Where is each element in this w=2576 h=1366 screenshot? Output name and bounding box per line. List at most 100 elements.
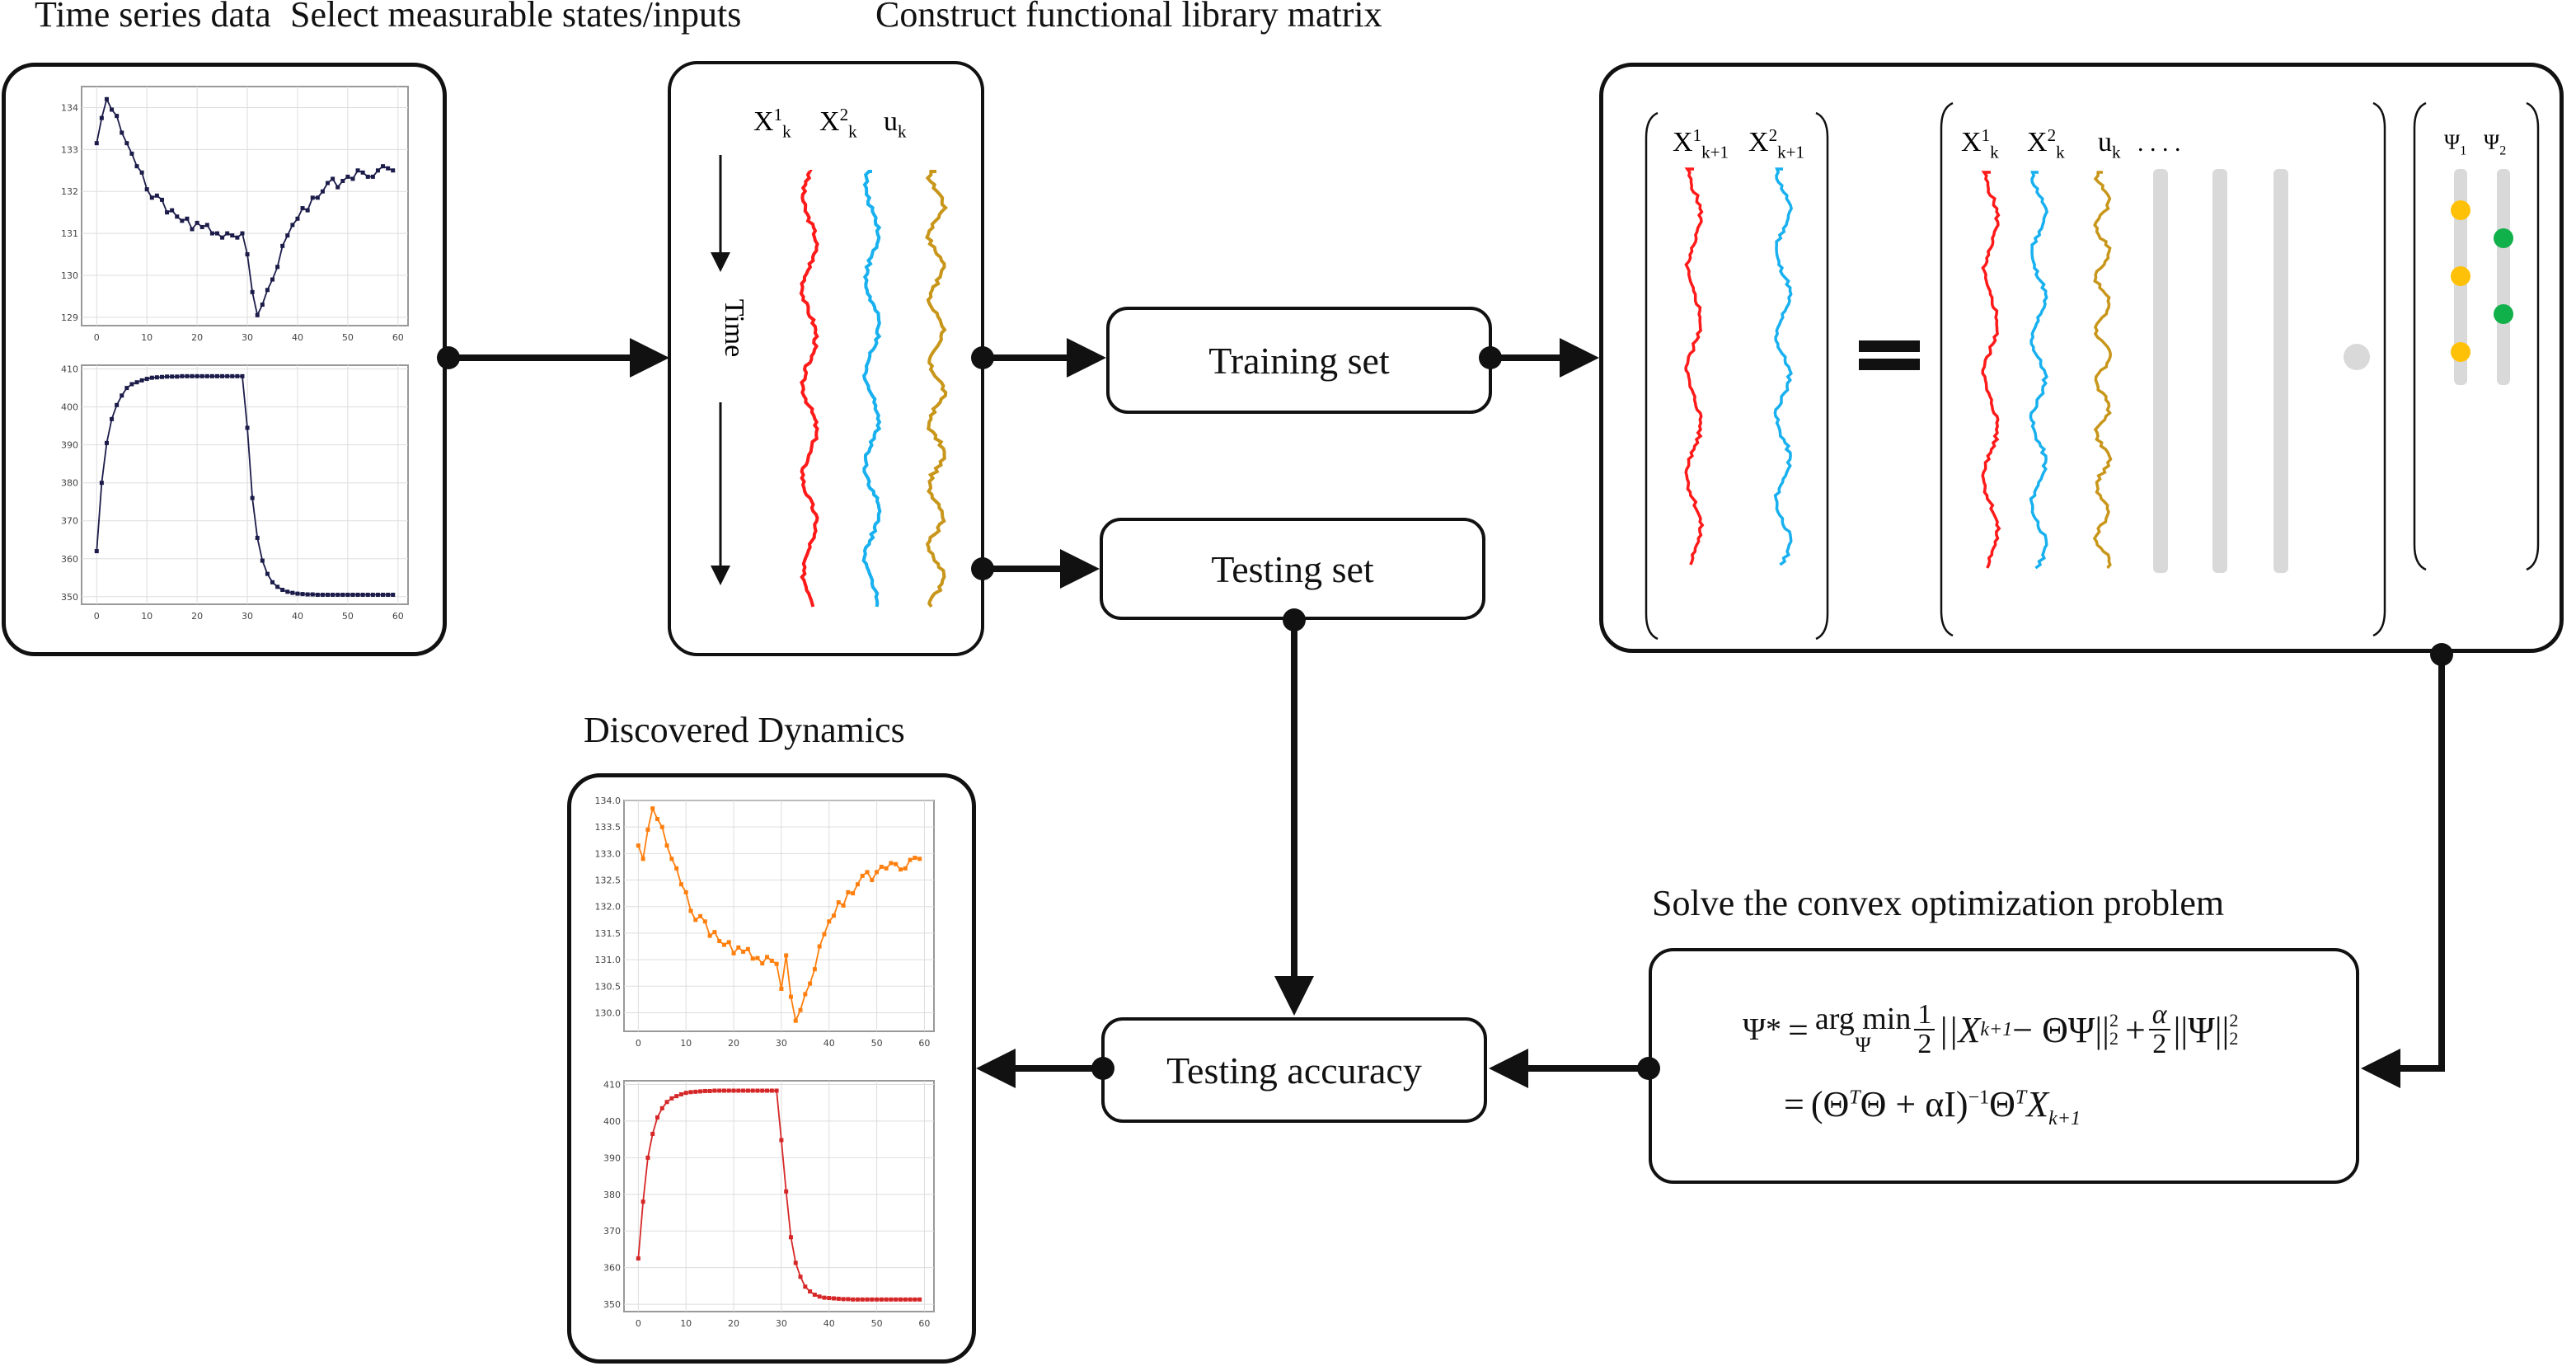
title-select-states: Select measurable states/inputs bbox=[290, 0, 742, 35]
data-point bbox=[190, 227, 195, 232]
eq-equals-2: = bbox=[1784, 1084, 1804, 1124]
data-point bbox=[774, 961, 779, 966]
data-point bbox=[788, 994, 793, 999]
y-tick-label: 131.0 bbox=[595, 955, 622, 965]
data-point bbox=[731, 951, 736, 955]
data-point bbox=[808, 981, 813, 986]
data-point bbox=[841, 903, 846, 908]
data-point bbox=[865, 1297, 870, 1302]
y-tick-label: 400 bbox=[61, 402, 78, 413]
y-tick-label: 130.0 bbox=[595, 1007, 622, 1018]
column-label-x1: X1k bbox=[753, 105, 791, 141]
psi1-active-coefficient bbox=[2451, 342, 2470, 362]
data-point bbox=[204, 223, 209, 228]
data-point bbox=[836, 1296, 841, 1301]
data-point bbox=[894, 1297, 899, 1302]
testing-set-node[interactable]: Testing set bbox=[1100, 518, 1485, 620]
data-point bbox=[640, 857, 645, 861]
data-point bbox=[664, 1100, 669, 1105]
signal-wave bbox=[861, 170, 882, 608]
data-point bbox=[836, 900, 841, 905]
y-tick-label: 133 bbox=[61, 144, 78, 155]
data-point bbox=[702, 919, 707, 924]
data-point bbox=[199, 373, 204, 378]
eq-equals-1: = bbox=[1788, 1009, 1809, 1050]
y-tick-label: 360 bbox=[61, 554, 78, 565]
data-point bbox=[683, 890, 688, 894]
data-point bbox=[736, 1088, 741, 1093]
eq-term1-rest: − ΘΨ|| bbox=[2012, 1009, 2109, 1050]
data-point bbox=[879, 864, 884, 869]
lhs-bracket-right bbox=[1815, 111, 1829, 641]
data-point bbox=[250, 289, 255, 294]
data-point bbox=[812, 967, 817, 972]
data-point bbox=[817, 1294, 822, 1299]
eq-l2-supT2: T bbox=[2015, 1087, 2027, 1109]
data-point bbox=[731, 1088, 736, 1093]
y-tick-label: 410 bbox=[603, 1079, 621, 1090]
coef-bracket-right bbox=[2526, 101, 2540, 571]
y-tick-label: 131.5 bbox=[595, 928, 622, 939]
data-point bbox=[798, 1274, 803, 1279]
eq-l2-theta: Θ bbox=[1989, 1084, 2015, 1124]
data-point bbox=[355, 592, 360, 597]
data-point bbox=[214, 373, 219, 378]
data-point bbox=[350, 592, 355, 597]
y-tick-label: 132.0 bbox=[595, 902, 622, 913]
data-point bbox=[195, 373, 199, 378]
data-point bbox=[741, 1088, 746, 1093]
data-point bbox=[209, 231, 214, 236]
data-point bbox=[832, 913, 837, 918]
data-point bbox=[235, 235, 240, 240]
data-point bbox=[275, 584, 280, 589]
data-point bbox=[640, 1199, 645, 1204]
testing-accuracy-node[interactable]: Testing accuracy bbox=[1101, 1017, 1487, 1123]
data-point bbox=[144, 377, 149, 382]
x-tick-label: 40 bbox=[292, 611, 303, 622]
eq-term2: ||Ψ|| bbox=[2173, 1009, 2230, 1050]
data-point bbox=[190, 373, 195, 378]
data-point bbox=[817, 944, 822, 949]
training-set-node[interactable]: Training set bbox=[1106, 307, 1492, 414]
coef-bracket-left bbox=[2413, 101, 2427, 571]
testing-set-label: Testing set bbox=[1211, 547, 1374, 590]
data-point bbox=[290, 590, 295, 595]
data-point bbox=[803, 992, 808, 997]
data-point bbox=[851, 891, 856, 896]
psi2-column bbox=[2497, 169, 2510, 385]
data-point bbox=[650, 1131, 655, 1136]
data-point bbox=[381, 164, 386, 169]
eq-l2-xsub: k+1 bbox=[2048, 1107, 2081, 1129]
data-point bbox=[655, 817, 659, 822]
data-point bbox=[645, 1155, 650, 1160]
data-point bbox=[636, 843, 640, 848]
y-tick-label: 134 bbox=[61, 102, 78, 113]
data-point bbox=[280, 243, 285, 248]
data-point bbox=[726, 940, 731, 945]
x-tick-label: 20 bbox=[728, 1318, 739, 1329]
data-point bbox=[879, 1297, 884, 1302]
x-tick-label: 30 bbox=[242, 611, 253, 622]
x-tick-label: 0 bbox=[636, 1318, 641, 1329]
y-tick-label: 350 bbox=[61, 592, 78, 603]
data-point bbox=[149, 375, 154, 380]
data-point bbox=[315, 592, 320, 597]
eq-argmin-under: Ψ bbox=[1855, 1033, 1871, 1057]
data-point bbox=[129, 151, 134, 156]
equals-sign: = bbox=[1859, 340, 1920, 370]
data-point bbox=[659, 824, 664, 829]
x-tick-label: 0 bbox=[94, 332, 100, 343]
x-tick-label: 10 bbox=[141, 611, 152, 622]
eq-l2-x: X bbox=[2026, 1084, 2049, 1124]
data-point bbox=[917, 1297, 922, 1302]
y-tick-label: 130.5 bbox=[595, 981, 622, 992]
data-point bbox=[265, 571, 270, 576]
data-point bbox=[827, 919, 832, 924]
data-point bbox=[144, 187, 149, 192]
time-label: Time bbox=[719, 299, 749, 358]
data-point bbox=[220, 373, 225, 378]
data-point bbox=[721, 942, 726, 947]
x-tick-label: 40 bbox=[823, 1038, 835, 1049]
y-tick-label: 390 bbox=[603, 1152, 621, 1163]
